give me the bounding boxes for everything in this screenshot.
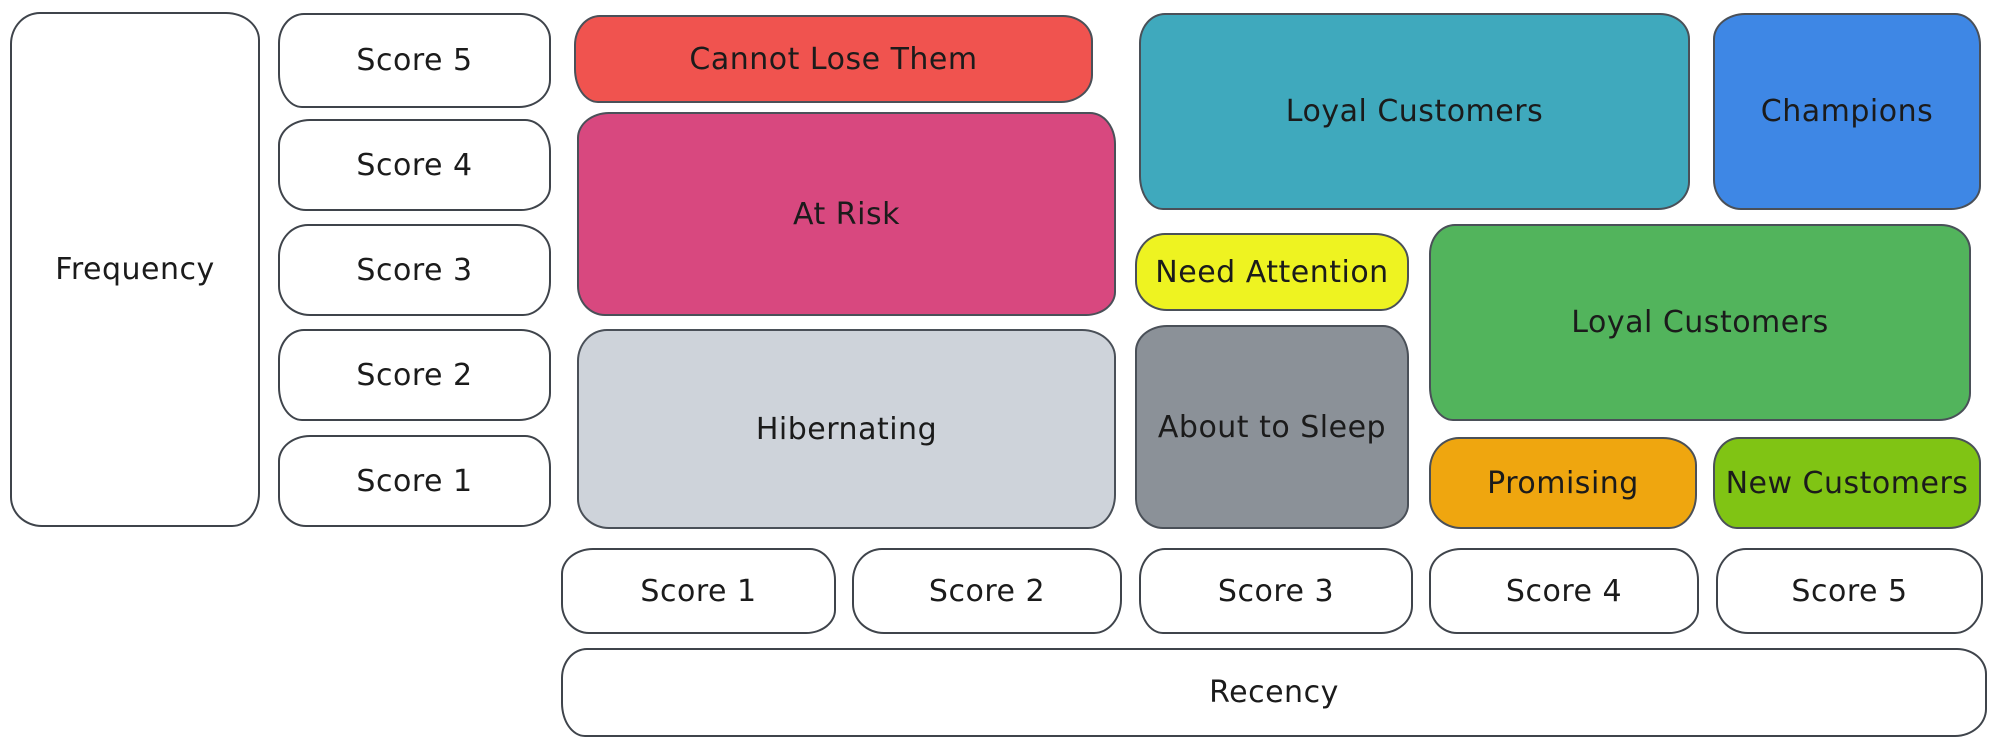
segment-at-risk: At Risk [577,112,1116,316]
frequency-score-2-label: Score 2 [356,357,473,393]
frequency-score-3-box: Score 3 [278,224,551,316]
frequency-score-2-box: Score 2 [278,329,551,421]
frequency-score-1-box: Score 1 [278,435,551,527]
segment-loyal-customers-top-label: Loyal Customers [1285,94,1544,129]
segment-new-customers-label: New Customers [1725,465,1969,501]
segment-hibernating: Hibernating [577,329,1116,529]
segment-loyal-customers-mid: Loyal Customers [1429,224,1971,421]
recency-score-1-label: Score 1 [640,573,757,609]
recency-score-4-box: Score 4 [1429,548,1699,634]
recency-axis-label: Recency [1209,675,1339,710]
segment-promising: Promising [1429,437,1697,529]
segment-at-risk-label: At Risk [793,196,900,232]
segment-need-attention-label: Need Attention [1155,254,1389,290]
frequency-axis-box: Frequency [10,12,260,527]
recency-score-3-box: Score 3 [1139,548,1413,634]
recency-score-1-box: Score 1 [561,548,836,634]
frequency-score-4-box: Score 4 [278,119,551,211]
frequency-score-5-box: Score 5 [278,13,551,108]
frequency-score-1-label: Score 1 [356,463,473,499]
segment-new-customers: New Customers [1713,437,1981,529]
segment-about-to-sleep-label: About to Sleep [1157,409,1387,445]
recency-score-4-label: Score 4 [1505,573,1623,609]
segment-about-to-sleep: About to Sleep [1135,325,1409,529]
recency-score-5-label: Score 5 [1791,573,1908,609]
frequency-score-5-label: Score 5 [356,43,473,78]
segment-champions-label: Champions [1760,94,1934,129]
segment-need-attention: Need Attention [1135,233,1409,311]
frequency-axis-label: Frequency [55,252,215,287]
segment-hibernating-label: Hibernating [755,411,938,447]
recency-score-2-label: Score 2 [928,573,1046,609]
recency-axis-box: Recency [561,648,1987,737]
segment-loyal-customers-mid-label: Loyal Customers [1571,305,1829,340]
frequency-score-3-label: Score 3 [356,252,473,288]
frequency-score-4-label: Score 4 [356,147,473,183]
segment-cannot-lose-them: Cannot Lose Them [574,15,1093,103]
segment-promising-label: Promising [1487,465,1639,501]
recency-score-2-box: Score 2 [852,548,1122,634]
segment-champions: Champions [1713,13,1981,210]
recency-score-5-box: Score 5 [1716,548,1983,634]
segment-cannot-lose-them-label: Cannot Lose Them [689,41,978,77]
segment-loyal-customers-top: Loyal Customers [1139,13,1690,210]
recency-score-3-label: Score 3 [1217,573,1335,609]
